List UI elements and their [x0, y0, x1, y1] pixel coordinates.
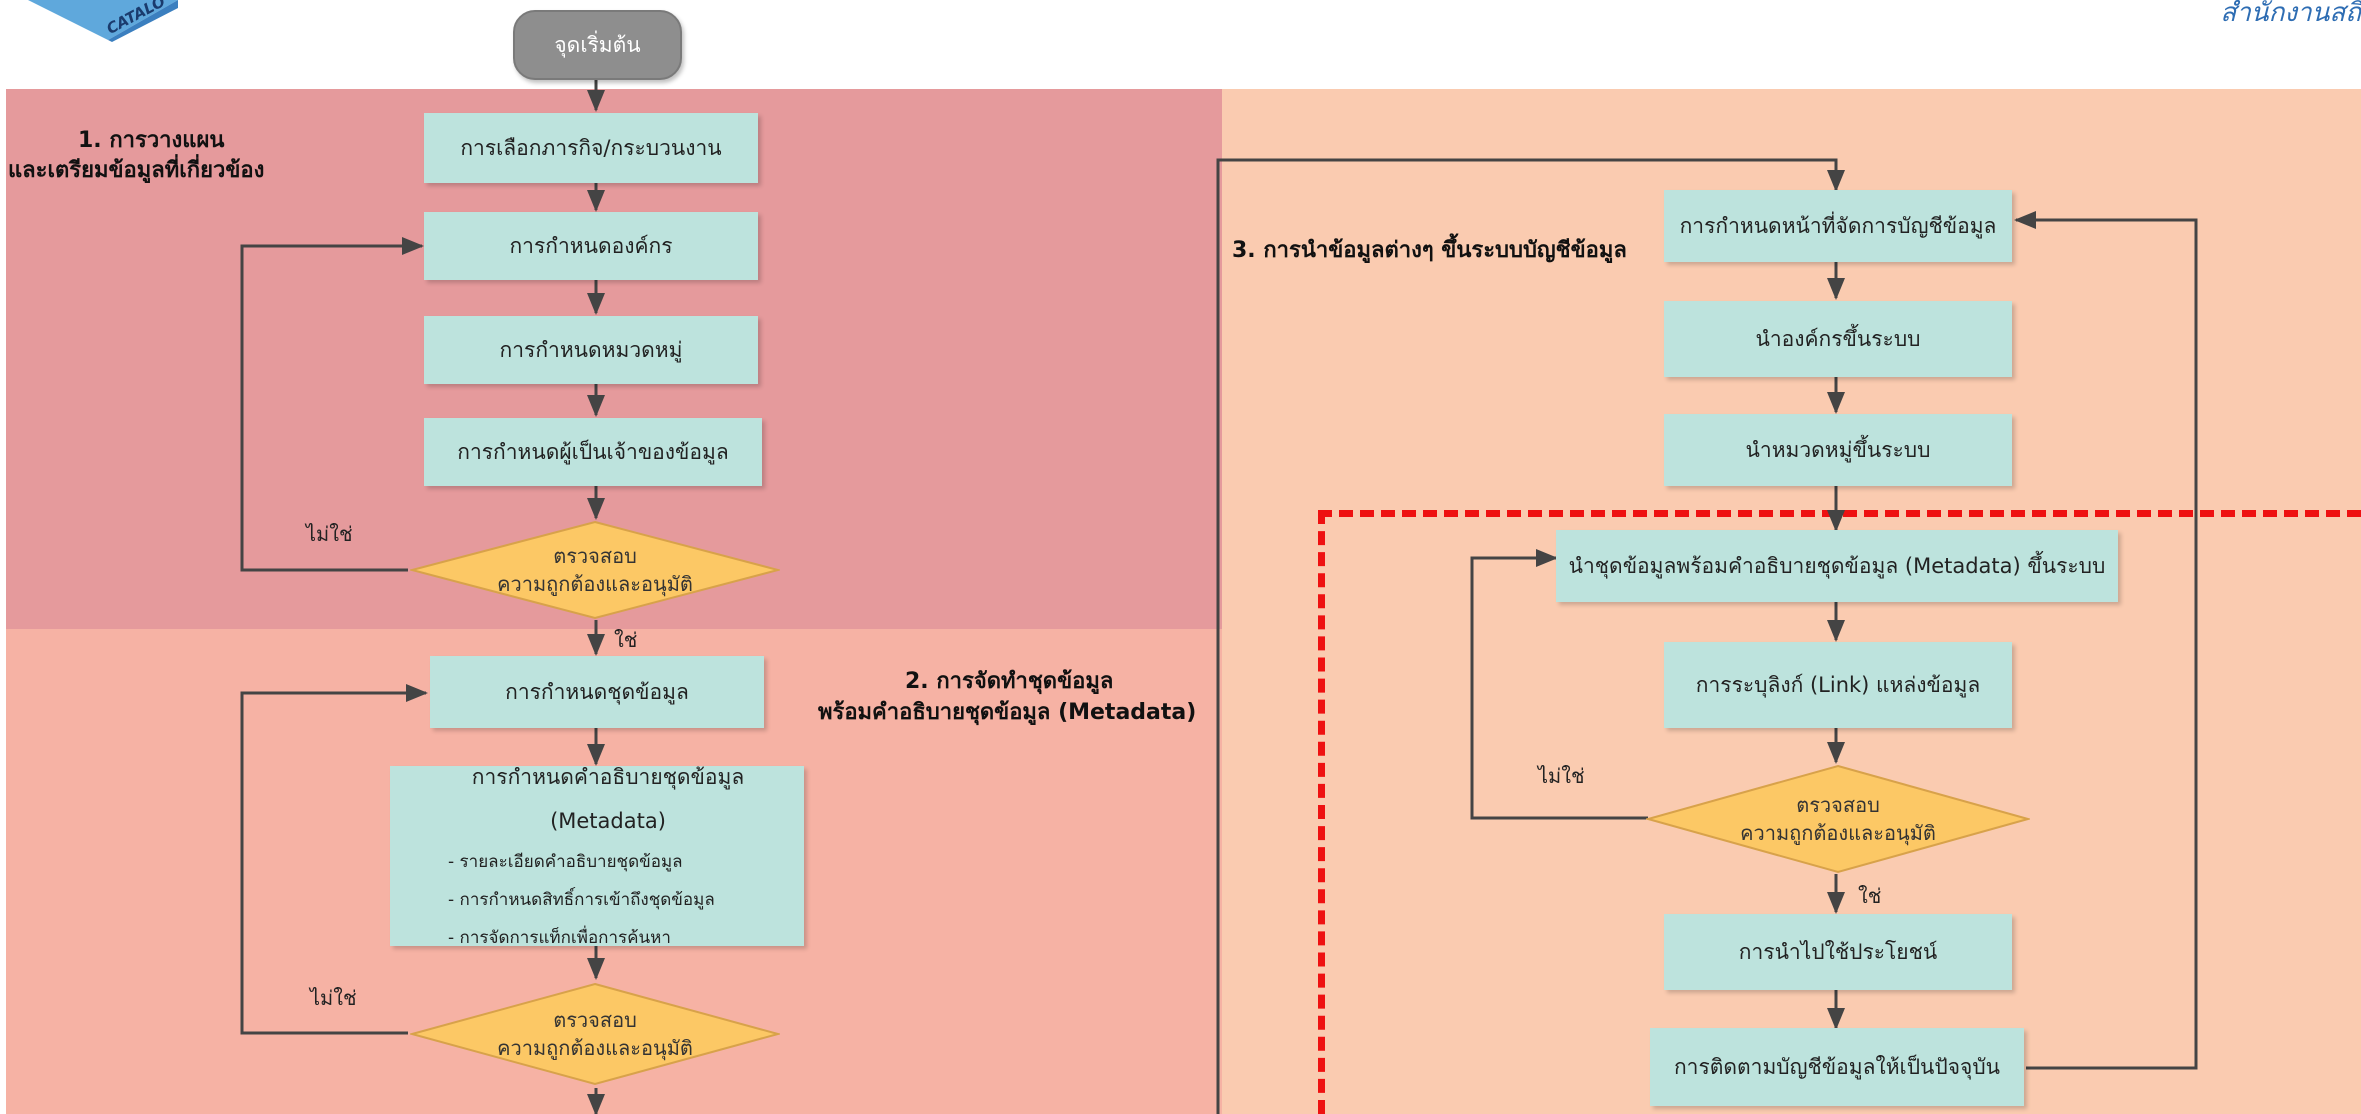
section-3-title: 3. การนำข้อมูลต่างๆ ขึ้นระบบบัญชีข้อมูล	[1232, 238, 1627, 263]
decision-3-line-1: ตรวจสอบ	[1796, 793, 1880, 817]
step-upload-organization: นำองค์กรขึ้นระบบ	[1664, 301, 2012, 377]
step-specify-link: การระบุลิงก์ (Link) แหล่งข้อมูล	[1664, 642, 2012, 728]
metadata-sub-item: - การกำหนดสิทธิ์การเข้าถึงชุดข้อมูล	[448, 890, 715, 910]
decision-2-line-2: ความถูกต้องและอนุมัติ	[497, 1036, 693, 1060]
start-node: จุดเริ่มต้น	[513, 10, 682, 80]
decision-1-line-1: ตรวจสอบ	[553, 544, 637, 568]
organization-text: สำนักงานสถิ	[2220, 0, 2361, 28]
section-1-title-line-2: และเตรียมข้อมูลที่เกี่ยวข้อง	[8, 158, 265, 183]
catalog-logo-icon	[28, 0, 178, 42]
section-3-yes-label: ใช่	[1858, 884, 1882, 908]
section-2-no-label: ไม่ใช่	[310, 986, 357, 1010]
step-define-organization: การกำหนดองค์กร	[424, 212, 758, 280]
decision-section-2: ตรวจสอบ ความถูกต้องและอนุมัติ	[410, 982, 780, 1086]
section-3-no-label: ไม่ใช่	[1538, 764, 1585, 788]
step-define-metadata: การกำหนดคำอธิบายชุดข้อมูล (Metadata) - ร…	[390, 765, 804, 948]
metadata-step-title: การกำหนดคำอธิบายชุดข้อมูล (Metadata)	[471, 765, 745, 833]
decision-2-line-1: ตรวจสอบ	[553, 1008, 637, 1032]
decision-3-line-2: ความถูกต้องและอนุมัติ	[1740, 821, 1936, 845]
step-utilization: การนำไปใช้ประโยชน์	[1664, 914, 2012, 990]
section-1-yes-label: ใช่	[614, 628, 638, 652]
metadata-sub-item: - การจัดการแท็กเพื่อการค้นหา	[448, 928, 671, 948]
section-2-title-line-2: พร้อมคำอธิบายชุดข้อมูล (Metadata)	[818, 700, 1197, 725]
step-define-data-owner: การกำหนดผู้เป็นเจ้าของข้อมูล	[424, 418, 762, 486]
step-define-category: การกำหนดหมวดหมู่	[424, 316, 758, 384]
step-assign-catalog-roles: การกำหนดหน้าที่จัดการบัญชีข้อมูล	[1664, 190, 2012, 262]
decision-section-3: ตรวจสอบ ความถูกต้องและอนุมัติ	[1646, 764, 2030, 874]
step-keep-catalog-current: การติดตามบัญชีข้อมูลให้เป็นปัจจุบัน	[1650, 1028, 2024, 1106]
decision-1-line-2: ความถูกต้องและอนุมัติ	[497, 572, 693, 596]
metadata-sub-item: - รายละเอียดคำอธิบายชุดข้อมูล	[448, 852, 683, 872]
step-define-dataset: การกำหนดชุดข้อมูล	[430, 656, 764, 728]
section-1-title-line-1: 1. การวางแผน	[78, 128, 225, 153]
step-upload-dataset-metadata: นำชุดข้อมูลพร้อมคำอธิบายชุดข้อมูล (Metad…	[1556, 530, 2118, 602]
section-2-title-line-1: 2. การจัดทำชุดข้อมูล	[905, 669, 1114, 694]
decision-section-1: ตรวจสอบ ความถูกต้องและอนุมัติ	[410, 520, 780, 620]
step-select-mission: การเลือกภารกิจ/กระบวนงาน	[424, 113, 758, 183]
step-upload-category: นำหมวดหมู่ขึ้นระบบ	[1664, 414, 2012, 486]
section-1-no-label: ไม่ใช่	[306, 522, 353, 546]
